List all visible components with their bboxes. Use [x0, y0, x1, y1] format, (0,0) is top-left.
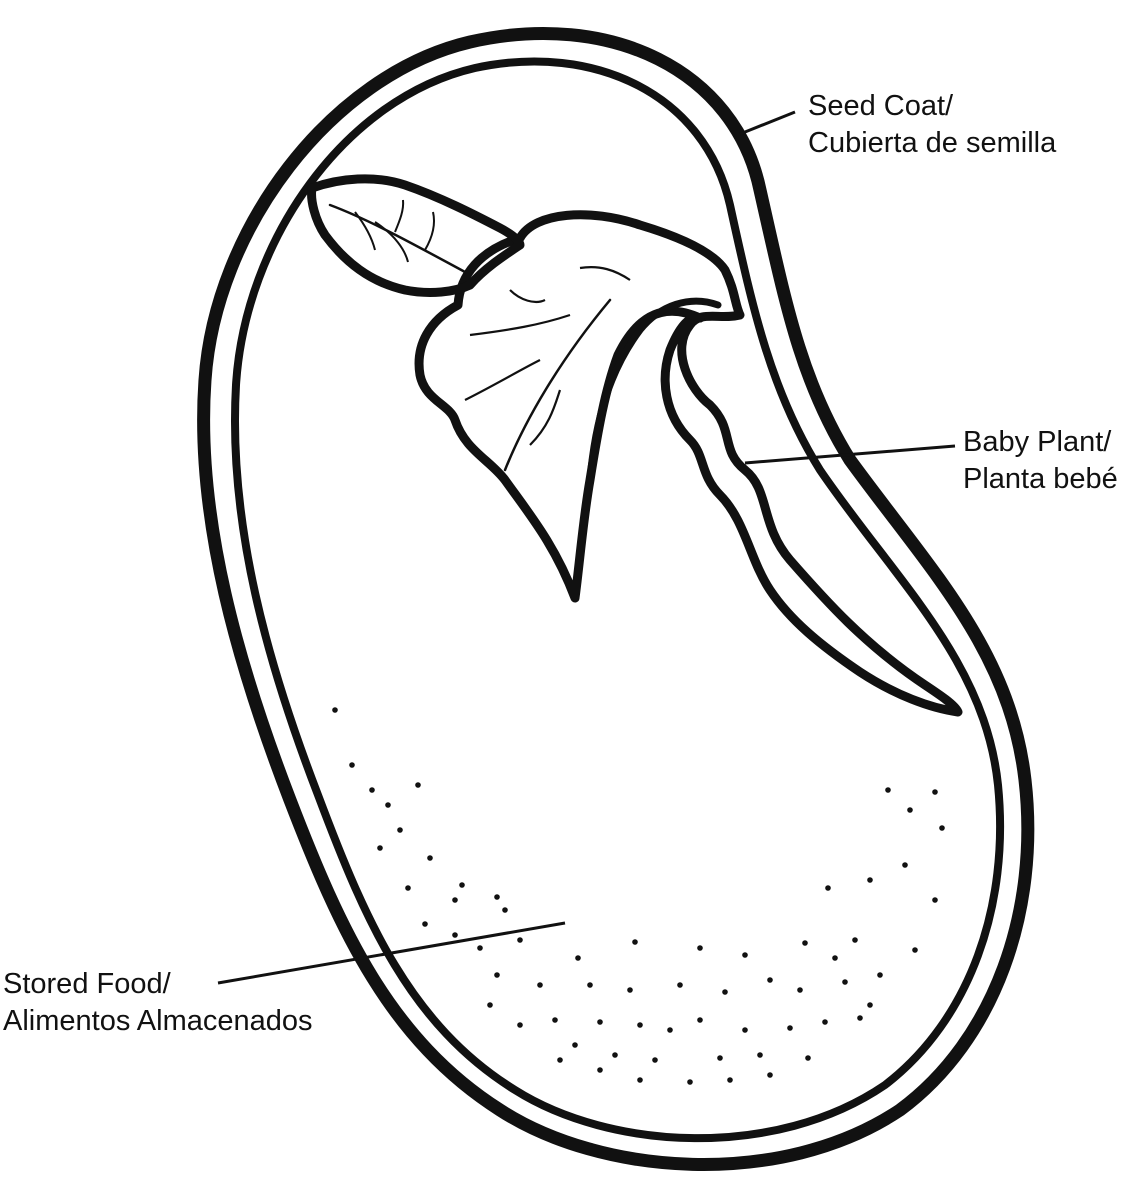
food-dot — [867, 1002, 873, 1008]
food-dot — [822, 1019, 828, 1025]
food-dot — [557, 1057, 563, 1063]
food-dot — [552, 1017, 558, 1023]
food-dot — [832, 955, 838, 961]
food-dot — [902, 862, 908, 868]
food-dot — [652, 1057, 658, 1063]
food-dot — [912, 947, 918, 953]
plumule-leaf-outline — [312, 179, 520, 293]
food-dot — [369, 787, 375, 793]
plumule-vein — [395, 200, 403, 232]
food-dot — [459, 882, 465, 888]
food-dot — [632, 939, 638, 945]
food-dot — [842, 979, 848, 985]
food-dot — [502, 907, 508, 913]
food-dot — [477, 945, 483, 951]
food-dot — [857, 1015, 863, 1021]
food-dot — [727, 1077, 733, 1083]
stored-food-label: Stored Food/ Alimentos Almacenados — [3, 966, 313, 1040]
food-dot — [575, 955, 581, 961]
food-dot — [637, 1077, 643, 1083]
food-dot — [907, 807, 913, 813]
leaf-vein — [470, 315, 570, 335]
seed-coat-outer-outline — [204, 33, 1028, 1164]
food-dot — [825, 885, 831, 891]
food-dot — [802, 940, 808, 946]
seed-coat-label-es: Cubierta de semilla — [808, 125, 1056, 162]
food-dot — [767, 1072, 773, 1078]
stored-food-dots — [332, 707, 945, 1085]
food-dot — [852, 937, 858, 943]
plumule-vein — [355, 212, 375, 250]
food-dot — [932, 789, 938, 795]
leaf-vein — [465, 360, 540, 400]
food-dot — [877, 972, 883, 978]
food-dot — [757, 1052, 763, 1058]
food-dot — [572, 1042, 578, 1048]
leaf-vein — [510, 290, 545, 302]
baby-plant-label: Baby Plant/ Planta bebé — [963, 424, 1118, 498]
food-dot — [742, 1027, 748, 1033]
plumule-vein — [425, 212, 434, 250]
food-dot — [677, 982, 683, 988]
food-dot — [805, 1055, 811, 1061]
food-dot — [377, 845, 383, 851]
food-dot — [422, 921, 428, 927]
food-dot — [612, 1052, 618, 1058]
food-dot — [397, 827, 403, 833]
food-dot — [697, 945, 703, 951]
food-dot — [687, 1079, 693, 1085]
food-dot — [932, 897, 938, 903]
food-dot — [697, 1017, 703, 1023]
food-dot — [487, 1002, 493, 1008]
food-dot — [767, 977, 773, 983]
leaf-vein — [530, 390, 560, 445]
food-dot — [415, 782, 421, 788]
food-dot — [452, 897, 458, 903]
food-dot — [385, 802, 391, 808]
food-dot — [667, 1027, 673, 1033]
food-dot — [867, 877, 873, 883]
food-dot — [332, 707, 338, 713]
seed-coat-label: Seed Coat/ Cubierta de semilla — [808, 88, 1056, 162]
leaf-vein — [580, 267, 630, 280]
food-dot — [742, 952, 748, 958]
baby-plant-label-es: Planta bebé — [963, 461, 1118, 498]
food-dot — [494, 894, 500, 900]
food-dot — [587, 982, 593, 988]
food-dot — [494, 972, 500, 978]
food-dot — [637, 1022, 643, 1028]
food-dot — [452, 932, 458, 938]
seed-coat-label-en: Seed Coat/ — [808, 88, 1056, 125]
food-dot — [627, 987, 633, 993]
food-dot — [349, 762, 355, 768]
food-dot — [597, 1019, 603, 1025]
food-dot — [427, 855, 433, 861]
baby-plant-outline — [520, 215, 958, 712]
seed-coat-leader-line — [740, 112, 795, 134]
food-dot — [537, 982, 543, 988]
food-dot — [717, 1055, 723, 1061]
food-dot — [885, 787, 891, 793]
baby-plant-label-en: Baby Plant/ — [963, 424, 1118, 461]
food-dot — [722, 989, 728, 995]
food-dot — [597, 1067, 603, 1073]
food-dot — [939, 825, 945, 831]
food-dot — [787, 1025, 793, 1031]
food-dot — [517, 1022, 523, 1028]
food-dot — [797, 987, 803, 993]
stored-food-label-en: Stored Food/ — [3, 966, 313, 1003]
food-dot — [517, 937, 523, 943]
stored-food-label-es: Alimentos Almacenados — [3, 1003, 313, 1040]
food-dot — [405, 885, 411, 891]
